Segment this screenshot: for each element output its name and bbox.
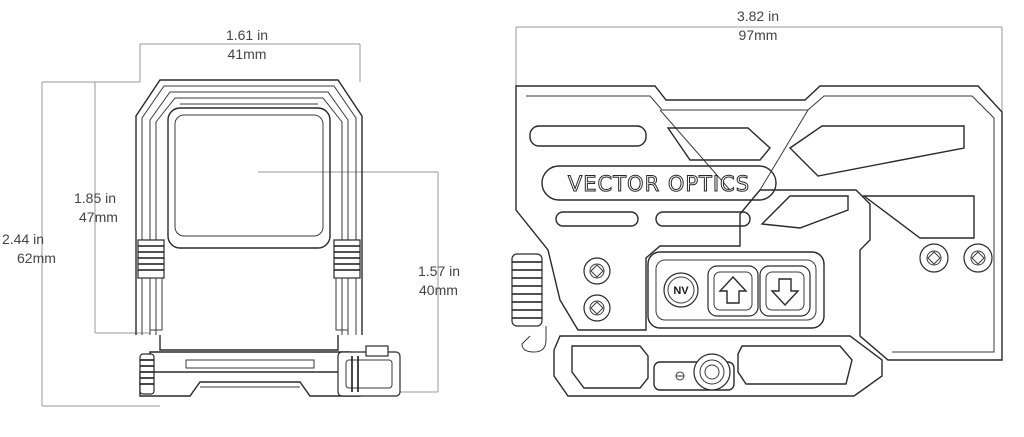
side-cutouts <box>529 125 975 239</box>
dimension-front-width-imperial: 1.61 in <box>226 27 268 43</box>
front-lens-window <box>167 107 331 249</box>
side-body <box>515 85 1003 361</box>
dimension-front-width: 1.61 in 41mm <box>139 27 361 82</box>
side-screws <box>583 243 993 322</box>
dimension-optical-axis-height-metric: 40mm <box>419 282 458 298</box>
dimension-side-length-imperial: 3.82 in <box>737 8 779 24</box>
down-button <box>759 265 811 317</box>
front-left-knob <box>137 239 165 331</box>
dimension-front-window-height-imperial: 1.85 in <box>74 190 116 206</box>
dimension-front-window-height-metric: 47mm <box>79 209 118 225</box>
nv-button: NV <box>663 272 699 308</box>
dimension-front-total-height-metric: 62mm <box>17 250 56 266</box>
screw-icon <box>919 243 949 273</box>
dimension-side-length: 3.82 in 97mm <box>515 8 1003 120</box>
dimension-front-total-height: 2.44 in 62mm <box>2 81 160 407</box>
up-button <box>707 265 759 317</box>
dimension-front-window-height: 1.85 in 47mm <box>74 82 150 334</box>
side-button-panel: NV <box>647 251 825 329</box>
dimension-optical-axis-height-imperial: 1.57 in <box>418 263 460 279</box>
screw-icon <box>583 294 611 322</box>
side-mount-base <box>553 335 883 397</box>
dimension-front-width-metric: 41mm <box>228 46 267 62</box>
dimension-side-length-metric: 97mm <box>739 27 778 43</box>
side-rotary-knob <box>511 253 547 353</box>
arrow-down-icon <box>770 278 800 307</box>
screw-icon <box>583 257 611 285</box>
front-right-knob <box>333 239 361 331</box>
brand-logo-text: VECTOR OPTICS <box>568 172 750 196</box>
dimension-optical-axis-height: 1.57 in 40mm <box>258 171 460 393</box>
side-logo-plate: VECTOR OPTICS <box>541 165 777 201</box>
front-mount-base <box>139 335 361 397</box>
screw-icon <box>963 243 993 273</box>
side-view: 3.82 in 97mm VECTOR OPTICS <box>511 8 1003 397</box>
front-view: 1.61 in 41mm 2.44 in 62mm 1.85 in 47mm 1… <box>2 27 460 407</box>
dimension-front-total-height-imperial: 2.44 in <box>2 231 44 247</box>
front-hood <box>135 79 363 335</box>
nv-button-label: NV <box>673 285 689 297</box>
front-qd-lever <box>337 345 401 397</box>
arrow-up-icon <box>718 275 748 304</box>
